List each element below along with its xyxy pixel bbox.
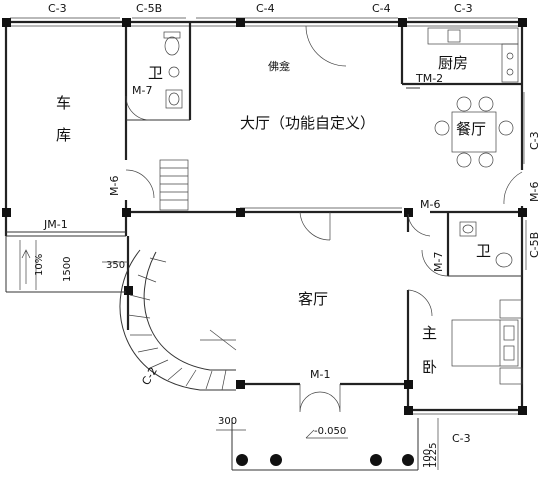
- hall-stairs: [159, 159, 189, 211]
- elevation-mark: -0.050: [314, 426, 346, 437]
- dim-ramp-slope: 10%: [34, 254, 45, 276]
- garage-label-line2: 库: [56, 126, 71, 144]
- walls: [4, 20, 524, 471]
- master-label-line1: 主: [422, 324, 437, 342]
- dim-350: 350: [106, 260, 125, 271]
- dim-100: 100: [422, 449, 433, 468]
- tag-c5b-right: C-5B: [528, 232, 541, 258]
- doors: [125, 25, 523, 413]
- garage-label-line1: 车: [56, 94, 71, 112]
- room-labels: 车 库 卫 大厅（功能自定义） 佛龛 厨房 餐厅 客厅 卫 主 卧: [56, 54, 491, 376]
- tag-c3-top-left: C-3: [48, 2, 67, 15]
- windows-top: [10, 17, 527, 415]
- spiral-stair: [119, 249, 237, 391]
- tag-m7-right: M-7: [432, 252, 445, 272]
- dim-300: 300: [218, 416, 237, 427]
- tag-m6-right-side: M-6: [528, 182, 541, 202]
- fixtures: [163, 27, 523, 385]
- bath-upper-label: 卫: [148, 64, 163, 82]
- tag-m6-left: M-6: [108, 176, 121, 196]
- dimensions: 10% 1500 350 300 -0.050 1225 100: [34, 254, 439, 470]
- tag-c2-stair: C-2: [139, 365, 160, 388]
- living-label: 客厅: [298, 290, 328, 308]
- tag-m1: M-1: [310, 368, 330, 381]
- tag-c3-right-upper: C-3: [528, 131, 541, 150]
- kitchen-label: 厨房: [438, 54, 468, 72]
- tag-m7-upper: M-7: [132, 84, 152, 97]
- dining-label: 餐厅: [456, 120, 486, 138]
- master-label-line2: 卧: [422, 358, 437, 376]
- tag-c3-bottom-right: C-3: [452, 432, 471, 445]
- tag-c4-top-right: C-4: [372, 2, 391, 15]
- tag-c4-top-left: C-4: [256, 2, 275, 15]
- tag-c3-top-right: C-3: [454, 2, 473, 15]
- dim-ramp-length: 1500: [62, 257, 73, 282]
- tag-tm2: TM-2: [415, 72, 443, 85]
- porch-columns: [236, 454, 414, 466]
- opening-tags: C-3 C-5B C-4 C-4 C-3 M-7 M-6 JM-1 TM-2 C…: [43, 2, 541, 445]
- shrine-label: 佛龛: [268, 59, 290, 73]
- hall-label: 大厅（功能自定义）: [240, 114, 375, 132]
- columns: [2, 18, 527, 415]
- tag-jm1: JM-1: [43, 218, 68, 231]
- dim-1225: 1225: [428, 443, 439, 468]
- bath-right-label: 卫: [476, 242, 491, 260]
- tag-m6-center: M-6: [420, 198, 440, 211]
- garage-ramp: [5, 236, 126, 293]
- tag-c5b-top: C-5B: [136, 2, 162, 15]
